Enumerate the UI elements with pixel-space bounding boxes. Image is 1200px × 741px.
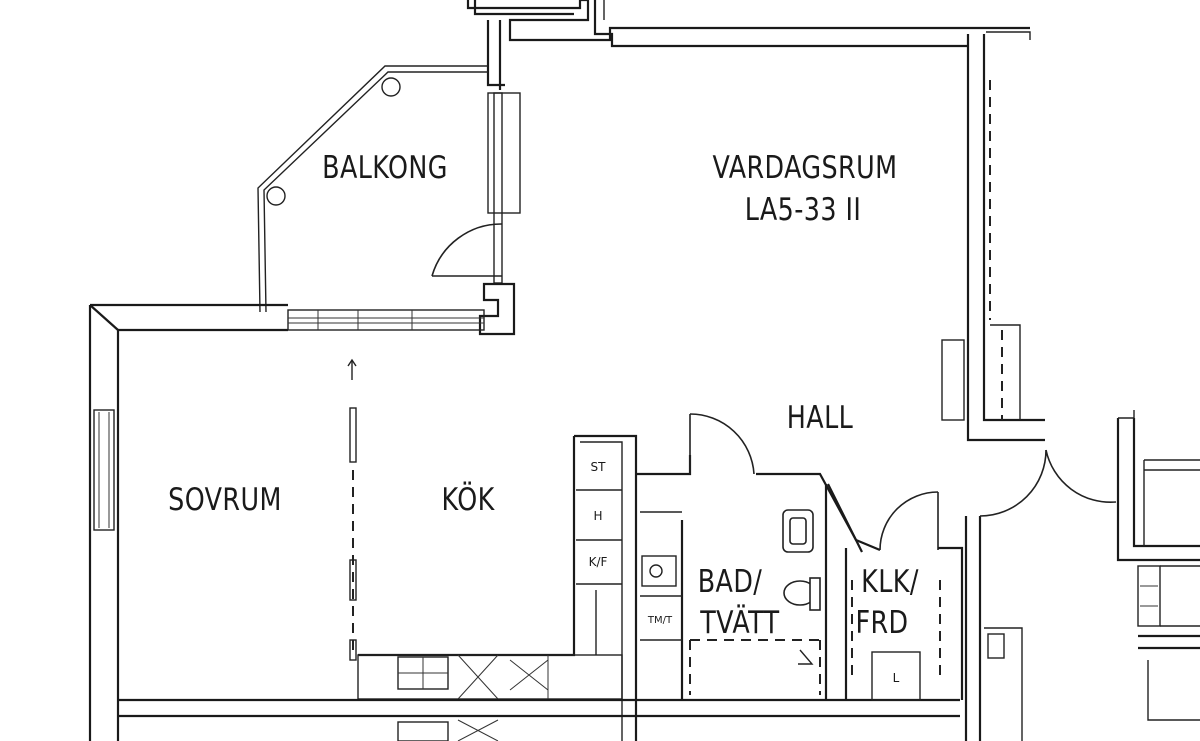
appliance-label-tmt: TM/T — [647, 615, 673, 626]
top-structure — [466, 0, 1031, 48]
appliance-label-st: ST — [591, 460, 607, 474]
room-label-klk: KLK/ — [861, 564, 919, 600]
room-label-vardagsrum: VARDAGSRUM — [713, 150, 898, 186]
outer-walls — [88, 303, 485, 741]
unit-code: LA5-33 II — [745, 192, 862, 228]
room-label-frd: FRD — [855, 605, 908, 641]
room-label-kok: KÖK — [442, 480, 496, 517]
closet — [844, 449, 1117, 741]
balcony-outline — [257, 20, 521, 336]
east-wall — [941, 34, 1045, 442]
appliance-label-kf: K/F — [589, 555, 608, 569]
sliding-divider — [347, 358, 357, 661]
appliance-label-l: L — [893, 671, 900, 685]
room-label-hall: HALL — [787, 400, 853, 436]
bathroom — [636, 413, 881, 700]
room-label-balkong: BALKONG — [322, 150, 448, 186]
neighbour-east — [984, 410, 1200, 741]
room-label-bad: BAD/ — [698, 564, 763, 600]
room-label-sovrum: SOVRUM — [168, 482, 282, 518]
appliance-label-h: H — [593, 509, 602, 523]
kitchen-counter — [118, 434, 960, 741]
room-label-tvatt: TVÄTT — [699, 605, 779, 641]
